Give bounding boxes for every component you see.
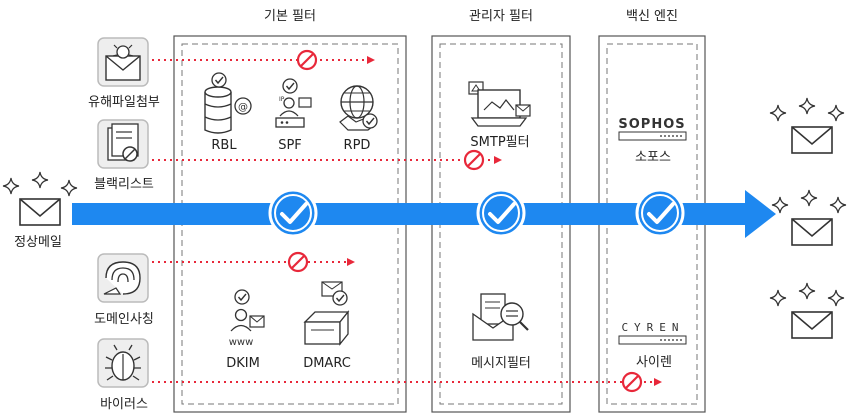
rpd-globe-icon: [339, 85, 378, 131]
blocked-icon: [287, 251, 309, 273]
label-normal-mail: 정상메일: [14, 235, 62, 250]
header-basic-filter: 기본 필터: [264, 9, 316, 24]
domain-spoofing-icon: [97, 253, 149, 303]
virus-bug-icon: [97, 338, 149, 388]
label-domain-spoofing: 도메인사칭: [94, 312, 154, 327]
label-rbl: RBL: [211, 138, 237, 153]
label-message-filter: 메시지필터: [471, 356, 531, 371]
cyren-logo: CYREN: [618, 321, 687, 345]
check-circle-icon: [476, 188, 526, 238]
normal-mail-icon: [2, 171, 78, 226]
label-dmarc: DMARC: [303, 356, 351, 371]
dmarc-printer-mail-icon: [303, 281, 350, 346]
delivered-mail-icon: [769, 282, 845, 339]
blocked-icon: [296, 49, 318, 71]
blocked-icon: [463, 149, 485, 171]
message-filter-icon: [472, 293, 529, 341]
label-smtp-filter: SMTP필터: [470, 135, 529, 150]
blocked-icon: [621, 371, 643, 393]
header-vaccine-engine: 백신 엔진: [626, 9, 678, 24]
header-admin-filter: 관리자 필터: [469, 9, 533, 24]
label-cyren: 사이렌: [636, 355, 672, 370]
harmful-attachment-icon: [97, 37, 149, 87]
check-circle-icon: [268, 188, 318, 238]
delivered-mail-icon: [769, 97, 845, 154]
www-label: www: [229, 337, 254, 348]
label-spf: SPF: [278, 138, 302, 153]
rbl-database-icon: @: [204, 72, 252, 134]
label-sophos: 소포스: [635, 150, 671, 165]
check-circle-icon: [635, 188, 685, 238]
spf-user-ip-icon: IP: [275, 78, 312, 128]
svg-text:@: @: [238, 102, 248, 113]
svg-text:SOPHOS: SOPHOS: [618, 117, 685, 132]
svg-text:CYREN: CYREN: [621, 321, 684, 334]
label-harmful-attachment: 유해파일첨부: [88, 95, 160, 110]
label-dkim: DKIM: [226, 356, 260, 371]
label-blacklist: 블랙리스트: [94, 177, 154, 192]
blacklist-icon: [97, 119, 149, 169]
ip-label: IP: [279, 96, 285, 103]
delivered-mail-icon: [771, 189, 847, 246]
sophos-logo: SOPHOS: [618, 117, 687, 141]
dkim-user-icon: www: [229, 289, 265, 348]
normal-mail-flow-arrow: [72, 190, 776, 238]
label-rpd: RPD: [344, 138, 371, 153]
label-virus: 바이러스: [100, 397, 148, 412]
smtp-filter-icon: [468, 81, 531, 127]
